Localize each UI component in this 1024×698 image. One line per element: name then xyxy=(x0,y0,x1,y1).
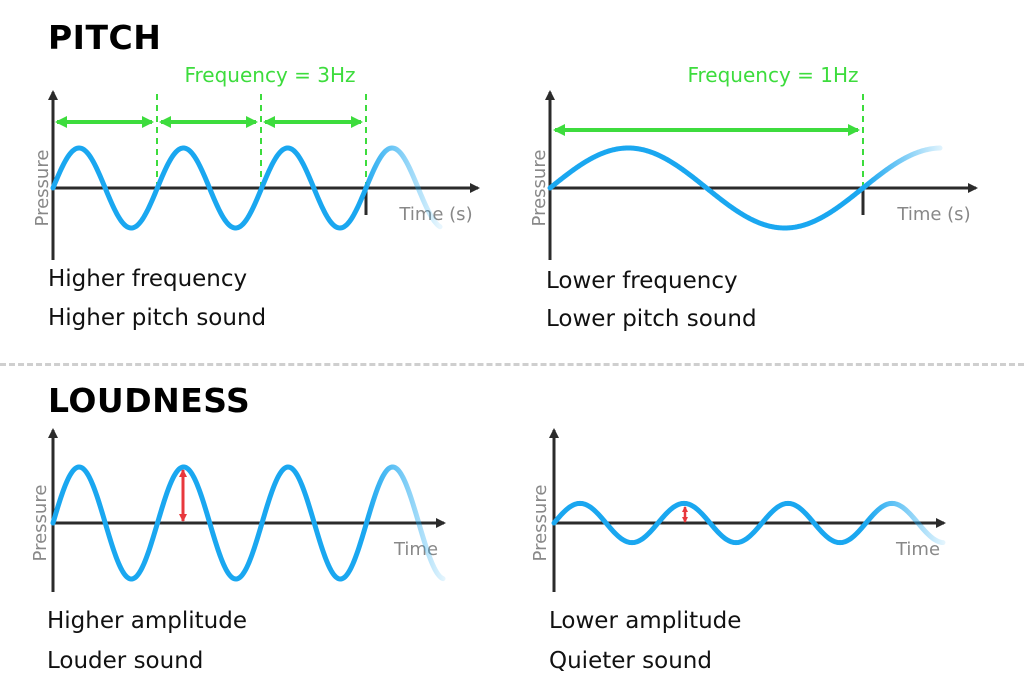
wave-high-amplitude xyxy=(50,464,369,582)
wave-low-amplitude xyxy=(551,500,869,546)
pitch-left-caption-2: Higher pitch sound xyxy=(48,305,267,331)
y-axis-label: Pressure xyxy=(32,150,53,227)
loudness-heading: LOUDNESS xyxy=(48,381,251,420)
x-axis-label: Time (s) xyxy=(896,204,970,225)
y-axis-label: Pressure xyxy=(529,150,550,227)
x-axis-label: Time xyxy=(895,539,940,560)
frequency-label: Frequency = 3Hz xyxy=(184,63,355,87)
loudness-right-caption-2: Quieter sound xyxy=(549,648,712,674)
pitch-right-caption-2: Lower pitch sound xyxy=(546,306,757,332)
pitch-right-caption-1: Lower frequency xyxy=(546,268,738,294)
frequency-label: Frequency = 1Hz xyxy=(687,63,858,87)
wave-high-frequency xyxy=(50,145,369,231)
wave-high-frequency-fade xyxy=(363,145,443,230)
pitch-heading: PITCH xyxy=(48,18,162,57)
wave-low-frequency xyxy=(547,145,866,231)
y-axis-label: Pressure xyxy=(530,485,551,562)
loudness-high-amplitude-graph: Pressure Time xyxy=(30,428,446,592)
loudness-left-caption-2: Louder sound xyxy=(47,648,204,674)
loudness-right-caption-1: Lower amplitude xyxy=(549,608,742,634)
loudness-low-amplitude-graph: Pressure Time xyxy=(530,428,946,592)
period-markers xyxy=(156,94,367,188)
y-axis-label: Pressure xyxy=(30,485,51,562)
wave-low-frequency-fade xyxy=(860,145,943,191)
wave-low-amplitude-fade xyxy=(863,500,946,546)
wave-high-amplitude-fade xyxy=(363,464,446,582)
pitch-low-frequency-graph: Pressure Time (s) Frequency = 1Hz xyxy=(529,63,978,260)
pitch-high-frequency-graph: Pressure Time (s) Frequency = 3Hz xyxy=(32,63,480,260)
pitch-left-caption-1: Higher frequency xyxy=(48,266,248,292)
section-divider xyxy=(0,363,1024,366)
x-axis-label: Time (s) xyxy=(398,204,472,225)
loudness-left-caption-1: Higher amplitude xyxy=(47,608,248,634)
